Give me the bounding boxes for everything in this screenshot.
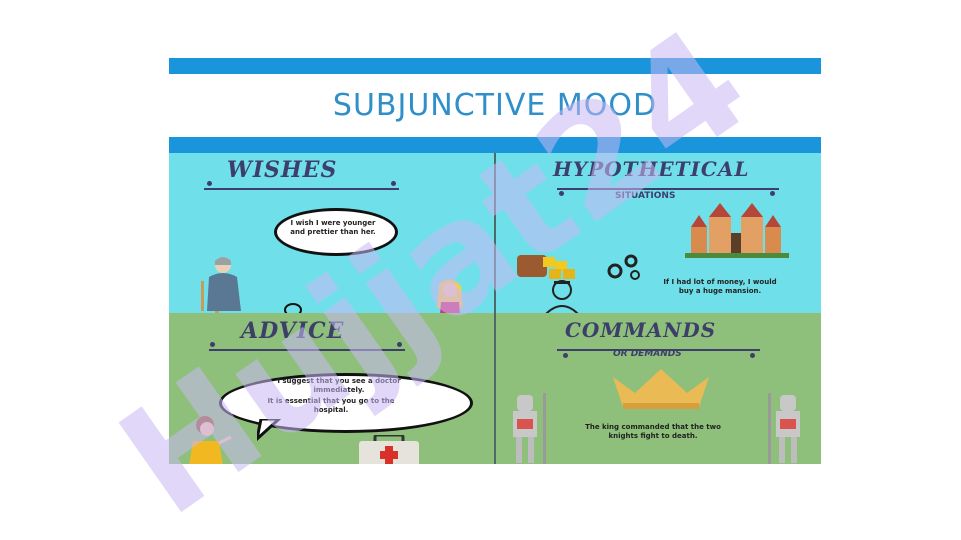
commands-dot-left — [563, 353, 568, 358]
hypothetical-heading: HYPOTHETICAL — [553, 157, 750, 181]
hypothetical-dot-left — [559, 191, 564, 196]
wishes-text: I wish I were younger and prettier than … — [290, 219, 376, 237]
gears-icon — [607, 254, 640, 280]
hypothetical-subheading: SITUATIONS — [615, 191, 676, 201]
advice-heading: ADVICE — [241, 318, 345, 344]
hypothetical-rule — [557, 188, 779, 190]
advice-text-2: It is essential that you go to the hospi… — [267, 397, 395, 415]
hypothetical-dot-right — [770, 191, 775, 196]
wishes-dot-right — [391, 181, 396, 186]
thought-bubble — [274, 208, 398, 256]
knight-right-icon — [768, 393, 800, 464]
advice-dot-right — [397, 342, 402, 347]
infographic-poster: SUBJUNCTIVE MOOD WISHES I wish I were yo… — [169, 58, 821, 464]
speech-bubble-tail — [257, 419, 282, 441]
commands-heading: COMMANDS — [565, 318, 717, 342]
young-woman-icon — [437, 279, 463, 313]
woman-advisor-icon — [189, 416, 232, 464]
wishes-dot-left — [207, 181, 212, 186]
speech-bubble — [219, 373, 473, 433]
commands-rule — [557, 349, 760, 351]
bubble-dot-1 — [284, 303, 302, 313]
hypothetical-text: If I had lot of money, I would buy a hug… — [663, 278, 777, 296]
person-icon — [545, 280, 579, 313]
commands-subheading: OR DEMANDS — [613, 349, 682, 359]
gold-money-icon — [517, 255, 575, 279]
commands-dot-right — [750, 353, 755, 358]
advice-text-1: I suggest that you see a doctor immediat… — [277, 377, 401, 395]
commands-panel: COMMANDS OR DEMANDS The king commanded t… — [495, 313, 821, 464]
wishes-panel: WISHES I wish I were younger and prettie… — [169, 153, 495, 313]
header-bottom-bar — [169, 137, 821, 153]
hypothetical-panel: HYPOTHETICAL SITUATIONS — [495, 153, 821, 313]
mansion-icon — [685, 203, 789, 258]
header-top-bar — [169, 58, 821, 74]
vertical-divider — [494, 153, 496, 464]
crown-icon — [613, 369, 709, 409]
advice-rule — [209, 349, 405, 351]
advice-dot-left — [210, 342, 215, 347]
wishes-rule — [204, 188, 399, 190]
wishes-heading: WISHES — [227, 157, 338, 183]
poster-title: SUBJUNCTIVE MOOD — [169, 74, 821, 137]
first-aid-kit-icon — [359, 435, 419, 464]
knight-left-icon — [513, 393, 546, 464]
commands-text: The king commanded that the two knights … — [585, 423, 721, 441]
old-woman-icon — [201, 257, 241, 313]
advice-panel: ADVICE I suggest that you see a doctor i… — [169, 313, 495, 464]
